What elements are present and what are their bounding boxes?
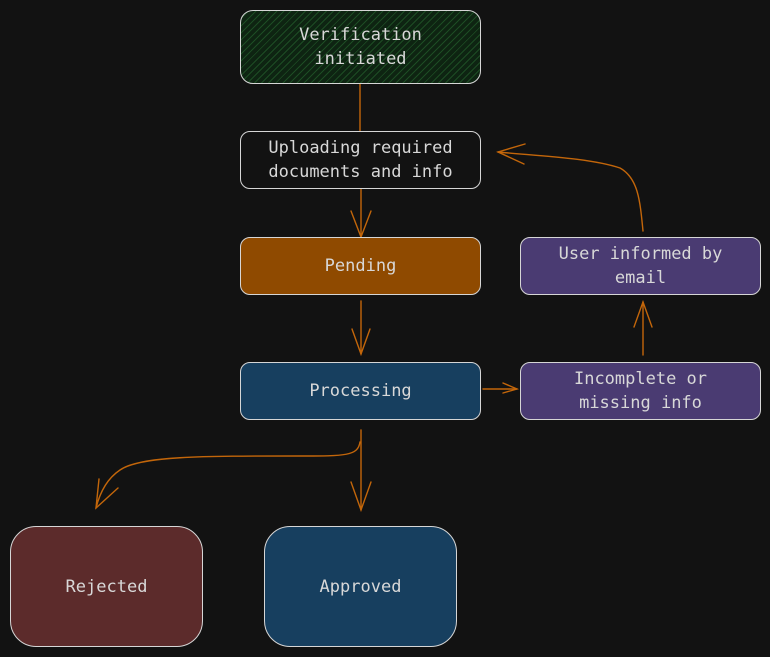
node-label: Uploading required documents and info bbox=[268, 138, 453, 182]
node-verification-initiated[interactable]: Verification initiated bbox=[240, 10, 481, 84]
arrowhead-icon bbox=[95, 478, 119, 510]
arrowhead-icon bbox=[350, 481, 372, 513]
node-label: User informed by email bbox=[558, 244, 723, 288]
node-label: Approved bbox=[319, 576, 402, 597]
node-label: Incomplete or missing info bbox=[573, 369, 708, 413]
arrowhead-icon bbox=[502, 382, 520, 394]
node-uploading-documents[interactable]: Uploading required documents and info bbox=[240, 131, 481, 189]
arrowhead-icon bbox=[351, 328, 371, 357]
node-rejected[interactable]: Rejected bbox=[10, 526, 203, 647]
node-label: Rejected bbox=[65, 576, 148, 597]
arrowhead-icon bbox=[633, 299, 653, 328]
edge-processing-to-rejected bbox=[95, 441, 361, 510]
edge-pending-to-processing bbox=[351, 300, 371, 357]
arrowhead-icon bbox=[496, 143, 526, 165]
node-label: Verification initiated bbox=[299, 25, 422, 69]
node-incomplete-info[interactable]: Incomplete or missing info bbox=[520, 362, 761, 420]
node-label: Pending bbox=[324, 256, 397, 276]
edge-uploading-to-pending bbox=[350, 188, 372, 239]
node-processing[interactable]: Processing bbox=[240, 362, 481, 420]
node-approved[interactable]: Approved bbox=[264, 526, 457, 647]
edge-processing-to-incomplete bbox=[482, 382, 520, 394]
edge-incomplete-to-user-informed bbox=[633, 299, 653, 356]
node-label: Processing bbox=[309, 381, 412, 401]
node-pending[interactable]: Pending bbox=[240, 237, 481, 295]
edge-processing-to-approved bbox=[350, 429, 372, 513]
edge-user-informed-to-uploading bbox=[496, 143, 644, 232]
node-user-informed[interactable]: User informed by email bbox=[520, 237, 761, 295]
